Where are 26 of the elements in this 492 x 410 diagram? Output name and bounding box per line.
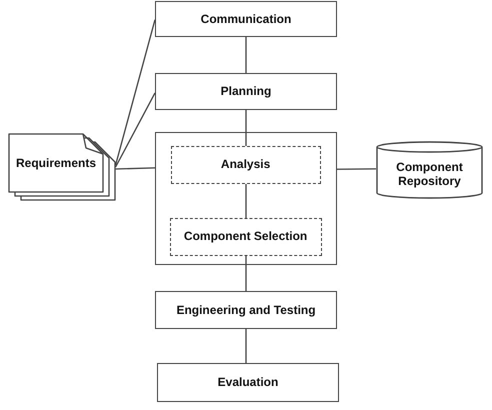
connector-line [116, 167, 156, 170]
connector-line [245, 256, 247, 291]
connector-line [245, 110, 247, 146]
connector-line [337, 168, 376, 170]
step-label: Communication [200, 12, 292, 26]
step-label: Component Selection [184, 229, 308, 244]
connector-line [245, 329, 247, 363]
step-label: Evaluation [218, 375, 278, 390]
process-box [155, 291, 337, 329]
dashed-box [170, 218, 322, 256]
process-box [155, 73, 337, 110]
database-cylinder [376, 141, 483, 199]
step-label: Engineering and Testing [176, 302, 316, 318]
connector-line [245, 184, 247, 218]
connector-line [114, 20, 156, 166]
process-box [155, 1, 337, 37]
connector-line [115, 92, 156, 168]
repository-label: Component Repository [395, 160, 464, 188]
group-box [155, 132, 337, 265]
dashed-box [170, 146, 321, 184]
step-label: Planning [220, 84, 272, 99]
document-stack [8, 133, 116, 202]
document-label: Requirements [16, 156, 96, 170]
process-box [157, 363, 339, 402]
connector-line [245, 37, 247, 73]
step-label: Analysis [220, 157, 270, 172]
